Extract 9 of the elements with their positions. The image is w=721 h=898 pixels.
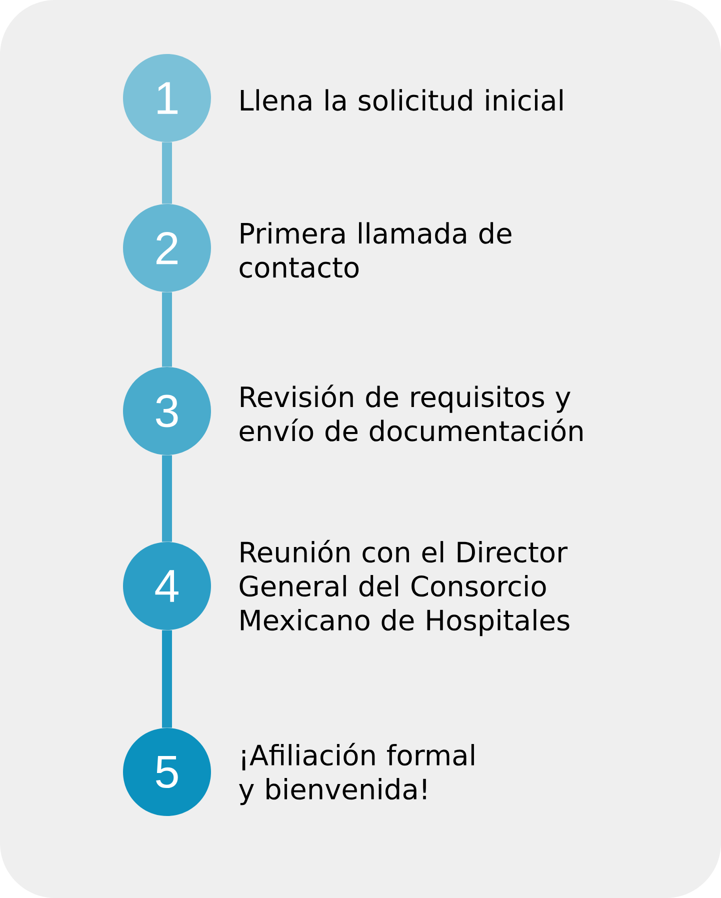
step-description: Reunión con el Director General del Consorcio Mexicano de Hospitales (240, 540, 570, 636)
step-description: Llena la solicitud inicial (240, 89, 562, 111)
step-description: Primera llamada de contacto (240, 222, 512, 278)
step-description: ¡Afiliación formal y bienvenida! (239, 742, 474, 806)
connector-line (162, 455, 172, 542)
connector-line (162, 630, 172, 728)
connector-line (162, 142, 172, 204)
connector-line (162, 292, 172, 367)
step-description: Revisión de requisitos y envío de documentación (240, 384, 582, 442)
